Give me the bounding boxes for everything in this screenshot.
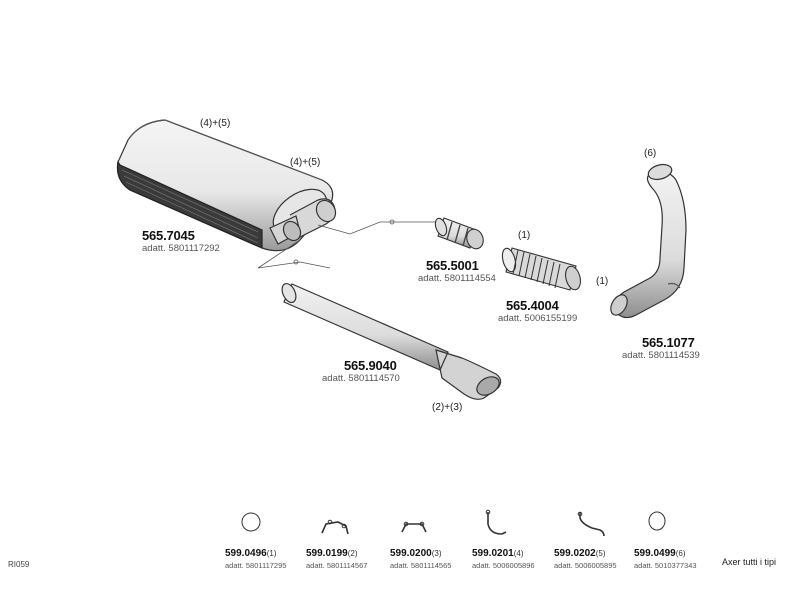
small-part-code: 599.0201 <box>472 548 514 559</box>
flexible-pipe-icon <box>501 247 581 291</box>
small-part-code: 599.0202 <box>554 548 596 559</box>
part-label: 565.7045 adatt. 5801117292 <box>142 228 220 254</box>
part-code: 565.4004 <box>506 298 559 313</box>
part-code: 565.1077 <box>642 335 695 350</box>
small-part-adatt: adatt. 5006005895 <box>554 561 617 570</box>
small-part-label: 599.0200(3) adatt. 5801114565 <box>390 543 451 570</box>
small-parts-icons <box>241 509 666 537</box>
applies-to-label: Axer tutti i tipi <box>722 557 777 567</box>
hanger-bracket-icon <box>401 521 427 533</box>
bent-pipe-icon <box>610 163 687 319</box>
muffler-top-callout: (4)+(5) <box>200 118 231 129</box>
small-part-num: (3) <box>431 549 442 558</box>
small-part-label: 599.0202(5) adatt. 5006005895 <box>554 543 617 570</box>
hook-bracket-icon <box>485 509 507 535</box>
small-part-adatt: adatt. 5010377343 <box>634 561 697 570</box>
small-part-adatt: adatt. 5006005896 <box>472 561 535 570</box>
muffler-outlet-callout: (4)+(5) <box>290 157 321 168</box>
small-part-adatt: adatt. 5801114565 <box>390 561 452 570</box>
rear-muffler-icon <box>116 119 337 252</box>
flex-right-callout: (1) <box>596 276 609 287</box>
part-label: 565.9040 adatt. 5801114570 <box>322 358 400 384</box>
small-part-label: 599.0496(1) adatt. 5801117295 <box>225 543 286 570</box>
part-adatt: adatt. 5801117292 <box>142 243 220 254</box>
pipe-connector-icon <box>434 217 484 250</box>
small-part-code: 599.0200 <box>390 548 432 559</box>
part-adatt: adatt. 5006155199 <box>498 313 578 324</box>
small-part-num: (5) <box>595 549 606 558</box>
diagram-ref: RI059 <box>8 560 30 569</box>
strap-bracket-icon <box>577 511 605 537</box>
tail-pipe-icon <box>281 282 502 400</box>
clamp-ring-icon <box>648 511 666 531</box>
hanger-bracket-icon <box>321 519 349 535</box>
tail-pipe-callout: (2)+(3) <box>432 402 463 413</box>
small-part-adatt: adatt. 5801117295 <box>225 561 287 570</box>
small-part-code: 599.0496 <box>225 548 267 559</box>
part-code: 565.7045 <box>142 228 195 243</box>
part-label: 565.5001 adatt. 5801114554 <box>418 258 496 284</box>
small-part-label: 599.0201(4) adatt. 5006005896 <box>472 543 535 570</box>
small-part-code: 599.0199 <box>306 548 348 559</box>
bent-pipe-callout: (6) <box>644 148 657 159</box>
small-part-num: (6) <box>675 549 686 558</box>
part-label: 565.4004 adatt. 5006155199 <box>498 298 577 324</box>
part-code: 565.9040 <box>344 358 397 373</box>
part-adatt: adatt. 5801114554 <box>418 273 496 284</box>
small-part-num: (4) <box>513 549 524 558</box>
small-part-adatt: adatt. 5801114567 <box>306 561 368 570</box>
small-part-num: (2) <box>347 549 358 558</box>
part-adatt: adatt. 5801114539 <box>622 350 700 361</box>
small-part-num: (1) <box>266 549 277 558</box>
part-code: 565.5001 <box>426 258 479 273</box>
part-label: 565.1077 adatt. 5801114539 <box>622 335 700 361</box>
part-adatt: adatt. 5801114570 <box>322 373 400 384</box>
flex-left-callout: (1) <box>518 230 531 241</box>
small-part-code: 599.0499 <box>634 548 676 559</box>
clamp-ring-icon <box>241 512 261 532</box>
small-part-label: 599.0499(6) adatt. 5010377343 <box>634 543 697 570</box>
small-part-label: 599.0199(2) adatt. 5801114567 <box>306 543 367 570</box>
connector-lines <box>257 219 435 269</box>
